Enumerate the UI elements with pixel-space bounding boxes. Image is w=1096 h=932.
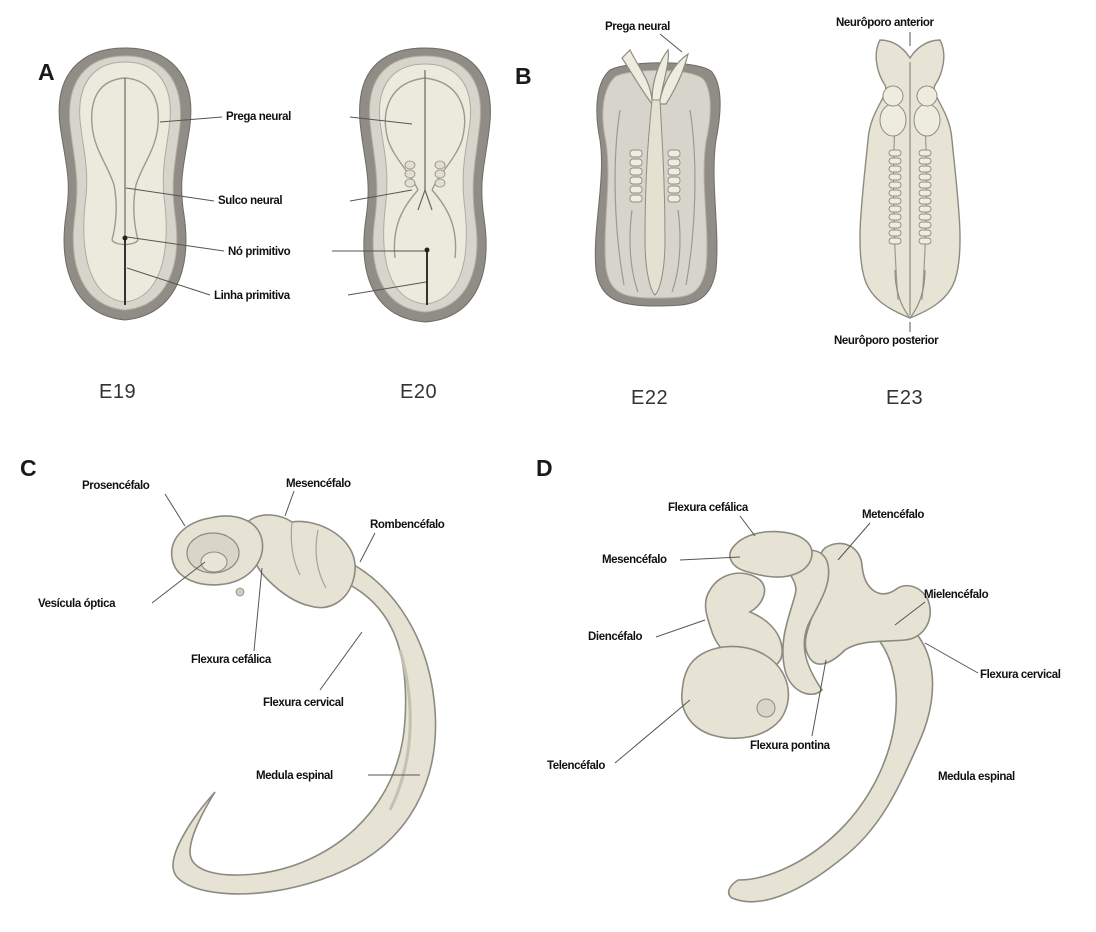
embryo-e22-illustration bbox=[595, 50, 720, 306]
label-prega-neural-b: Prega neural bbox=[605, 21, 670, 33]
label-no-primitivo-a: Nó primitivo bbox=[228, 246, 291, 258]
label-linha-primitiva-a: Linha primitiva bbox=[214, 290, 291, 302]
embryo-brain-d-illustration bbox=[682, 532, 933, 902]
panel-a: A Prega bbox=[38, 48, 490, 403]
label-mielencefalo: Mielencéfalo bbox=[924, 589, 989, 601]
label-metencefalo: Metencéfalo bbox=[862, 509, 924, 521]
label-flexura-cefalica-c: Flexura cefálica bbox=[191, 654, 272, 666]
label-medula-espinal-c: Medula espinal bbox=[256, 770, 333, 782]
panel-letter-a: A bbox=[38, 59, 55, 85]
stage-label-e23: E23 bbox=[886, 387, 923, 409]
label-neuroporo-posterior: Neurôporo posterior bbox=[834, 335, 939, 347]
stage-label-e20: E20 bbox=[400, 381, 437, 403]
panel-letter-b: B bbox=[515, 63, 532, 89]
label-telencefalo: Telencéfalo bbox=[547, 760, 605, 772]
label-rombencefalo-c: Rombencéfalo bbox=[370, 519, 445, 531]
panel-c: C Prosencéfalo Mesencéfalo Rombencéfalo … bbox=[20, 455, 445, 894]
embryo-e23-illustration bbox=[860, 40, 960, 318]
label-medula-espinal-d: Medula espinal bbox=[938, 771, 1015, 783]
label-vesicula-optica: Vesícula óptica bbox=[38, 598, 116, 610]
label-mesencefalo-d: Mesencéfalo bbox=[602, 554, 667, 566]
stage-label-e22: E22 bbox=[631, 387, 668, 409]
label-flexura-cefalica-d: Flexura cefálica bbox=[668, 502, 749, 514]
panel-letter-d: D bbox=[536, 455, 553, 481]
panel-letter-c: C bbox=[20, 455, 37, 481]
label-flexura-cervical-d: Flexura cervical bbox=[980, 669, 1061, 681]
label-prega-neural-a: Prega neural bbox=[226, 111, 291, 123]
stage-label-e19: E19 bbox=[99, 381, 136, 403]
label-diencefalo: Diencéfalo bbox=[588, 631, 643, 643]
label-sulco-neural-a: Sulco neural bbox=[218, 195, 282, 207]
label-flexura-pontina: Flexura pontina bbox=[750, 740, 831, 752]
embryo-e19-illustration bbox=[59, 48, 191, 320]
label-neuroporo-anterior: Neurôporo anterior bbox=[836, 17, 935, 29]
embryo-e20-illustration bbox=[360, 48, 491, 322]
label-prosencefalo-c: Prosencéfalo bbox=[82, 480, 150, 492]
panel-b: B bbox=[515, 17, 960, 409]
label-flexura-cervical-c: Flexura cervical bbox=[263, 697, 344, 709]
panel-d: D Flexura cefálica Metencéfalo Mesencéfa… bbox=[536, 455, 1061, 902]
label-mesencefalo-c: Mesencéfalo bbox=[286, 478, 351, 490]
